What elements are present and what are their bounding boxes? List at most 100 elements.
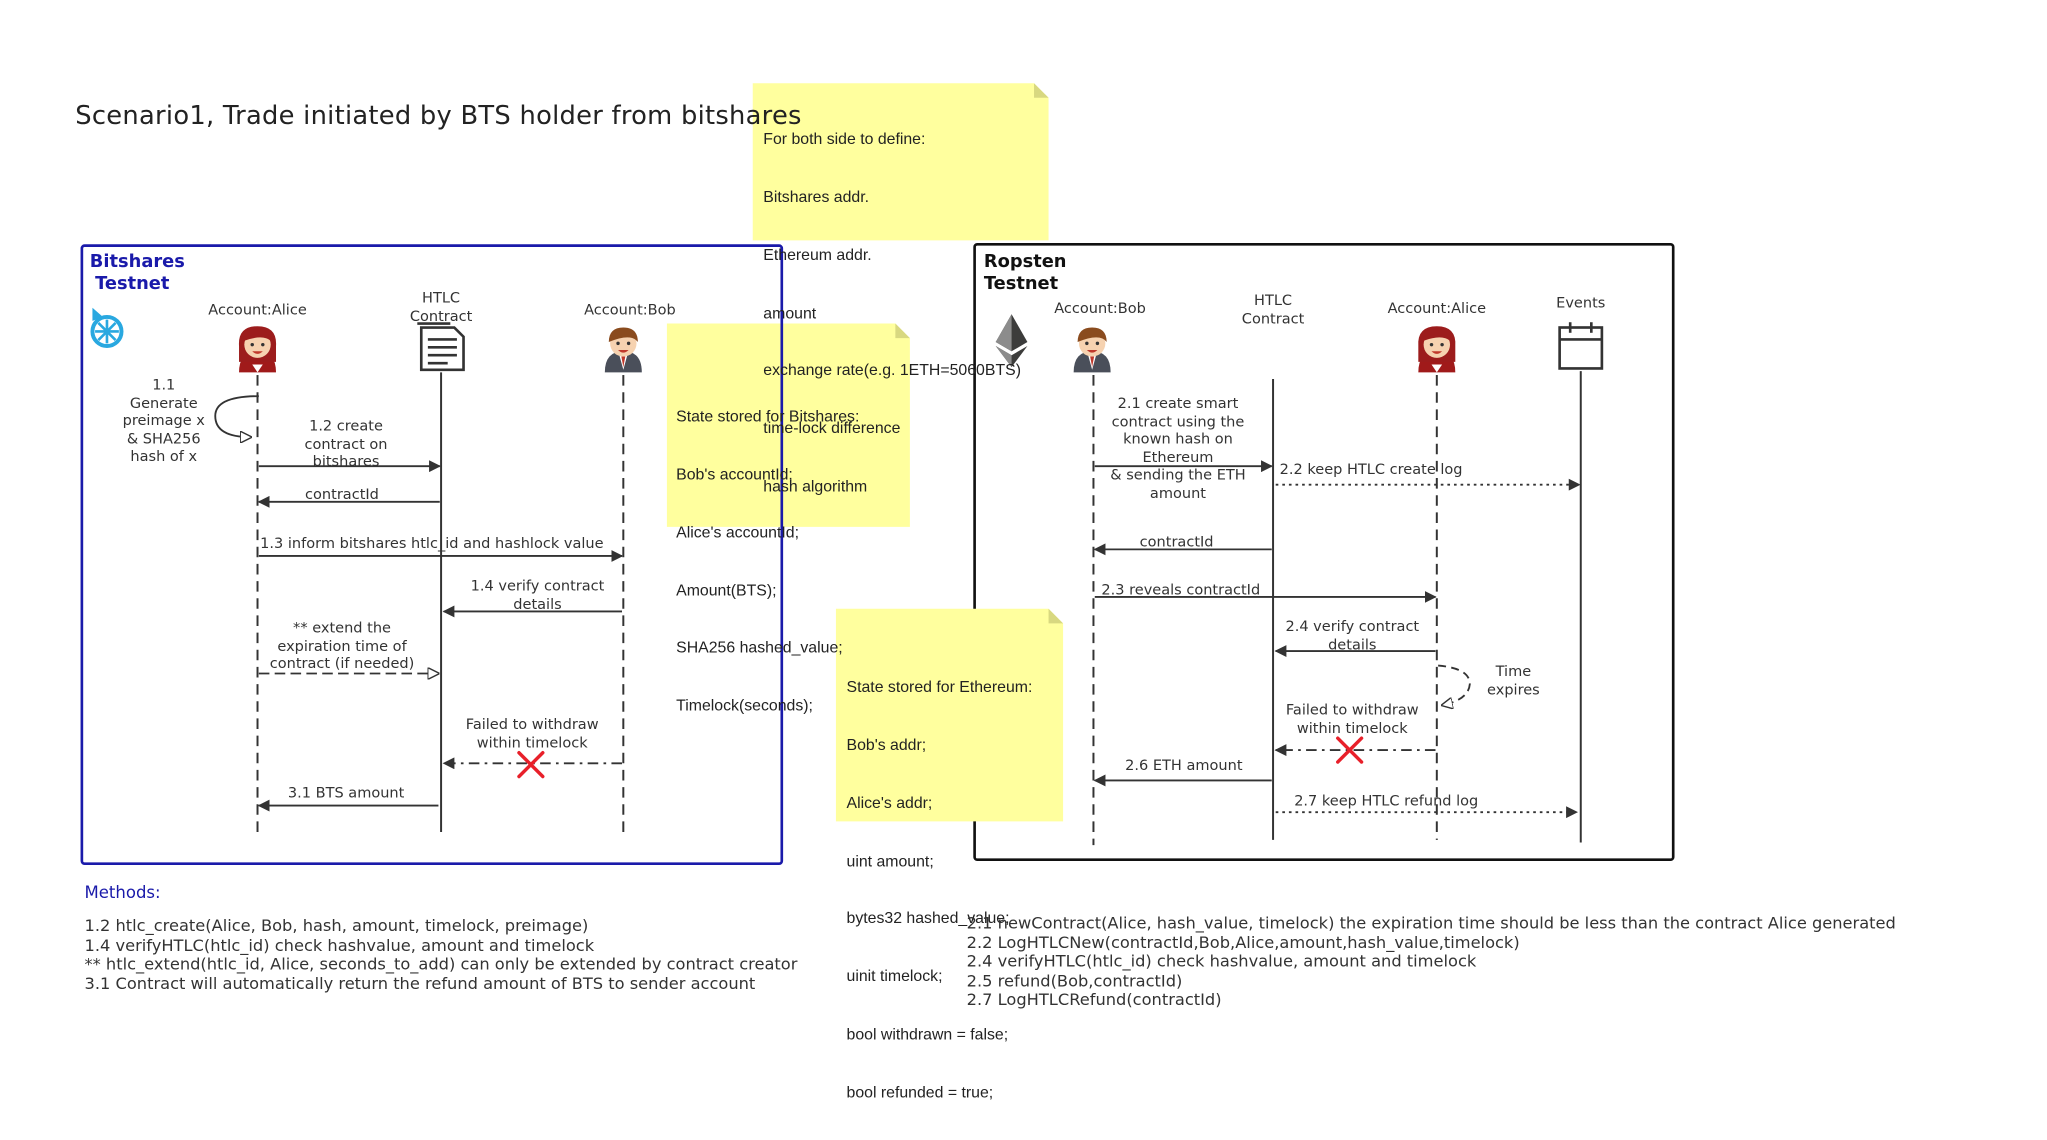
bitshares-state-note: State stored for Bitshares: Bob's accoun… — [676, 368, 859, 753]
contract-document-icon — [417, 322, 465, 372]
methods-left-list: 1.2 htlc_create(Alice, Bob, hash, amount… — [85, 916, 798, 993]
method-line: 2.4 verifyHTLC(htlc_id) check hashvalue,… — [966, 952, 1477, 971]
htlc-label-line: Contract — [409, 307, 473, 325]
bitshares-frame-title: Bitshares Testnet — [90, 251, 185, 296]
message-2-7: 2.7 keep HTLC refund log — [1294, 792, 1479, 810]
top-note-line: hash algorithm — [763, 476, 868, 496]
method-line: 2.7 LogHTLCRefund(contractId) — [966, 990, 1222, 1010]
cross-mark-icon — [1336, 736, 1364, 764]
note-line: SHA256 hashed_value; — [676, 638, 843, 657]
note-line: State stored for Ethereum: — [846, 677, 1033, 697]
frame-title-line: Testnet — [95, 273, 170, 295]
message-2-3: 2.3 reveals contractId — [1101, 581, 1261, 599]
note-line: bool refunded = true; — [846, 1082, 994, 1101]
message-line: expiration time of — [277, 637, 407, 655]
top-note-line: For both side to define: — [763, 129, 926, 149]
message-2-4: 2.4 verify contract details — [1285, 618, 1419, 654]
note-line: Bob's accountId; — [676, 464, 793, 484]
message-line: 1.4 verify contract — [470, 577, 605, 595]
message-failed-bts: Failed to withdraw within timelock — [466, 716, 599, 752]
message-1-4: 1.4 verify contract details — [471, 577, 605, 613]
top-note-shape — [752, 83, 1049, 241]
diagram-canvas: Scenario1, Trade initiated by BTS holder… — [75, 83, 1896, 1101]
message-failed-eth: Failed to withdraw within timelock — [1286, 701, 1419, 737]
note-line: bool withdrawn = false; — [846, 1024, 1009, 1044]
message-line: Failed to withdraw — [465, 715, 599, 733]
frame-title-line: Ropsten — [983, 250, 1067, 273]
htlc-label-line: HTLC — [1254, 291, 1293, 310]
eth-alice-label: Account:Alice — [1387, 299, 1487, 317]
message-line: & SHA256 — [126, 429, 201, 448]
message-time-expires: Time expires — [1487, 663, 1540, 699]
alice-avatar-icon — [1418, 326, 1456, 373]
message-line: 1.2 create — [309, 417, 383, 435]
ethereum-state-note: State stored for Ethereum: Bob's addr; A… — [847, 639, 1033, 1140]
message-line: amount — [1149, 483, 1206, 502]
top-note-line: exchange rate(e.g. 1ETH=5060BTS) — [763, 360, 1021, 380]
message-1-3: 1.3 inform bitshares htlc_id and hashloc… — [260, 534, 604, 553]
method-line: 1.2 htlc_create(Alice, Bob, hash, amount… — [84, 916, 589, 935]
methods-right-list: 2.1 newContract(Alice, hash_value, timel… — [967, 914, 1896, 1010]
message-2-6: 2.6 ETH amount — [1125, 756, 1243, 774]
message-2-1: 2.1 create smart contract using the know… — [1110, 395, 1245, 502]
message-line: contract on — [304, 435, 388, 453]
message-line: Ethereum — [1142, 448, 1214, 466]
htlc-label-line: HTLC — [422, 289, 461, 307]
message-line: Generate — [129, 394, 198, 412]
note-line: uinit timelock; — [846, 966, 943, 986]
message-line: Failed to withdraw — [1285, 701, 1419, 719]
message-line: contract using the — [1111, 412, 1245, 430]
bts-bob-label: Account:Bob — [584, 301, 676, 319]
message-1-2: 1.2 create contract on bitshares — [304, 417, 387, 470]
method-line: 3.1 Contract will automatically return t… — [84, 974, 756, 993]
method-line: ** htlc_extend(htlc_id, Alice, seconds_t… — [84, 955, 798, 974]
eth-htlc-label: HTLC Contract — [1242, 292, 1305, 329]
note-line: Timelock(seconds); — [676, 696, 813, 715]
note-line: Bob's addr; — [846, 735, 927, 755]
alice-avatar-icon — [238, 326, 277, 373]
ropsten-frame-title: Ropsten Testnet — [984, 251, 1067, 296]
note-line: uint amount; — [846, 851, 934, 870]
method-line: 2.5 refund(Bob,contractId) — [966, 971, 1183, 991]
sequence-diagram — [80, 83, 1675, 865]
bitshares-testnet-frame — [80, 244, 784, 865]
note-line: bytes32 hashed_value; — [846, 908, 1010, 928]
message-line: 2.4 verify contract — [1285, 618, 1420, 636]
message-line: 2.1 create smart — [1117, 394, 1239, 413]
top-note-line: Bitshares addr. — [763, 187, 870, 206]
method-line: 2.2 LogHTLCNew(contractId,Bob,Alice,amou… — [966, 933, 1520, 952]
bts-alice-label: Account:Alice — [208, 301, 307, 319]
message-line: details — [513, 594, 562, 613]
bts-htlc-label: HTLC Contract — [410, 289, 473, 326]
method-line: 1.4 verifyHTLC(htlc_id) check hashvalue,… — [84, 935, 595, 955]
message-extend: ** extend the expiration time of contrac… — [270, 619, 415, 672]
message-line: within timelock — [476, 733, 588, 751]
message-line: 1.1 — [152, 376, 176, 394]
frame-title-line: Bitshares — [89, 250, 185, 273]
note-line: State stored for Bitshares: — [676, 406, 860, 426]
diagram-title: Scenario1, Trade initiated by BTS holder… — [75, 100, 802, 131]
cross-mark-icon — [517, 751, 545, 779]
note-line: Alice's addr; — [846, 793, 933, 812]
top-note-line: amount — [763, 303, 817, 322]
message-line: details — [1328, 635, 1377, 654]
note-line: Alice's accountId; — [676, 522, 799, 542]
top-note: For both side to define: Bitshares addr.… — [763, 91, 1021, 534]
top-note-line: Ethereum addr. — [763, 245, 872, 264]
events-label: Events — [1556, 294, 1606, 312]
calendar-icon — [1558, 322, 1604, 370]
self-loop-time-expires — [1438, 664, 1471, 706]
methods-heading: Methods: — [84, 882, 161, 902]
message-2-2: 2.2 keep HTLC create log — [1279, 460, 1463, 479]
htlc-label-line: Contract — [1241, 310, 1305, 328]
bob-avatar-icon — [1073, 327, 1111, 373]
message-line: within timelock — [1296, 719, 1408, 737]
message-line: hash of x — [130, 447, 198, 465]
message-line: expires — [1487, 680, 1540, 698]
message-line: preimage x — [122, 412, 205, 430]
message-line: bitshares — [312, 452, 380, 471]
bitshares-logo-icon — [90, 307, 124, 348]
bob-avatar-icon — [604, 327, 642, 373]
message-line: ** extend the — [293, 619, 392, 637]
message-3-1: 3.1 BTS amount — [287, 784, 405, 802]
